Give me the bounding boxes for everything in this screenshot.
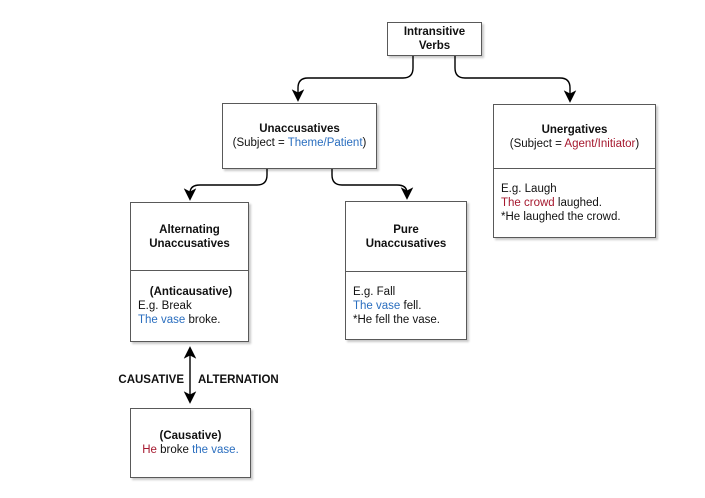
node-causative: (Causative) He broke the vase. bbox=[130, 408, 251, 478]
node-body: E.g. Fall The vase fell. *He fell the va… bbox=[346, 271, 466, 339]
node-pure-unaccusatives: Pure Unaccusatives E.g. Fall The vase fe… bbox=[345, 201, 467, 340]
node-title: Intransitive Verbs bbox=[403, 26, 466, 52]
connector-root-to-unergatives bbox=[454, 56, 577, 103]
example-sentence: He broke the vase. bbox=[142, 444, 239, 456]
connector-unaccusatives-to-pure bbox=[331, 169, 414, 200]
node-title: Unergatives bbox=[541, 123, 608, 136]
connector-unaccusatives-to-alternating bbox=[183, 169, 268, 201]
example-intro: E.g. Fall bbox=[353, 285, 396, 298]
label-alternation: ALTERNATION bbox=[198, 374, 279, 386]
node-body: E.g. Laugh The crowd laughed. *He laughe… bbox=[494, 168, 655, 237]
example-sentence: The vase broke. bbox=[138, 314, 221, 326]
node-unaccusatives: Unaccusatives (Subject = Theme/Patient) bbox=[222, 103, 377, 169]
node-title: Pure Unaccusatives bbox=[365, 223, 447, 250]
subject-role: Agent/Initiator bbox=[564, 137, 636, 150]
subject-role: Theme/Patient bbox=[287, 137, 363, 149]
example-sentence: The crowd laughed. bbox=[501, 197, 603, 209]
subject-line: (Subject = Theme/Patient) bbox=[232, 137, 367, 149]
example-intro: E.g. Laugh bbox=[501, 183, 557, 195]
node-title: (Causative) bbox=[159, 430, 222, 442]
node-body: (Anticausative) E.g. Break The vase brok… bbox=[131, 270, 248, 341]
subject-line: (Subject = Agent/Initiator) bbox=[509, 137, 640, 150]
example-sentence: The vase fell. bbox=[353, 299, 422, 312]
connector-root-to-unaccusatives bbox=[291, 56, 414, 102]
node-unergatives: Unergatives (Subject = Agent/Initiator) … bbox=[493, 104, 656, 238]
node-alternating-unaccusatives: Alternating Unaccusatives (Anticausative… bbox=[130, 202, 249, 342]
node-intransitive-verbs: Intransitive Verbs bbox=[387, 22, 482, 56]
node-title: Alternating Unaccusatives bbox=[149, 223, 230, 250]
node-subtitle: (Anticausative) bbox=[149, 286, 233, 298]
starred-sentence: *He fell the vase. bbox=[353, 313, 440, 326]
example-intro: E.g. Break bbox=[138, 300, 192, 312]
node-title: Unaccusatives bbox=[259, 123, 340, 135]
label-causative: CAUSATIVE bbox=[118, 374, 184, 386]
starred-sentence: *He laughed the crowd. bbox=[501, 211, 621, 223]
